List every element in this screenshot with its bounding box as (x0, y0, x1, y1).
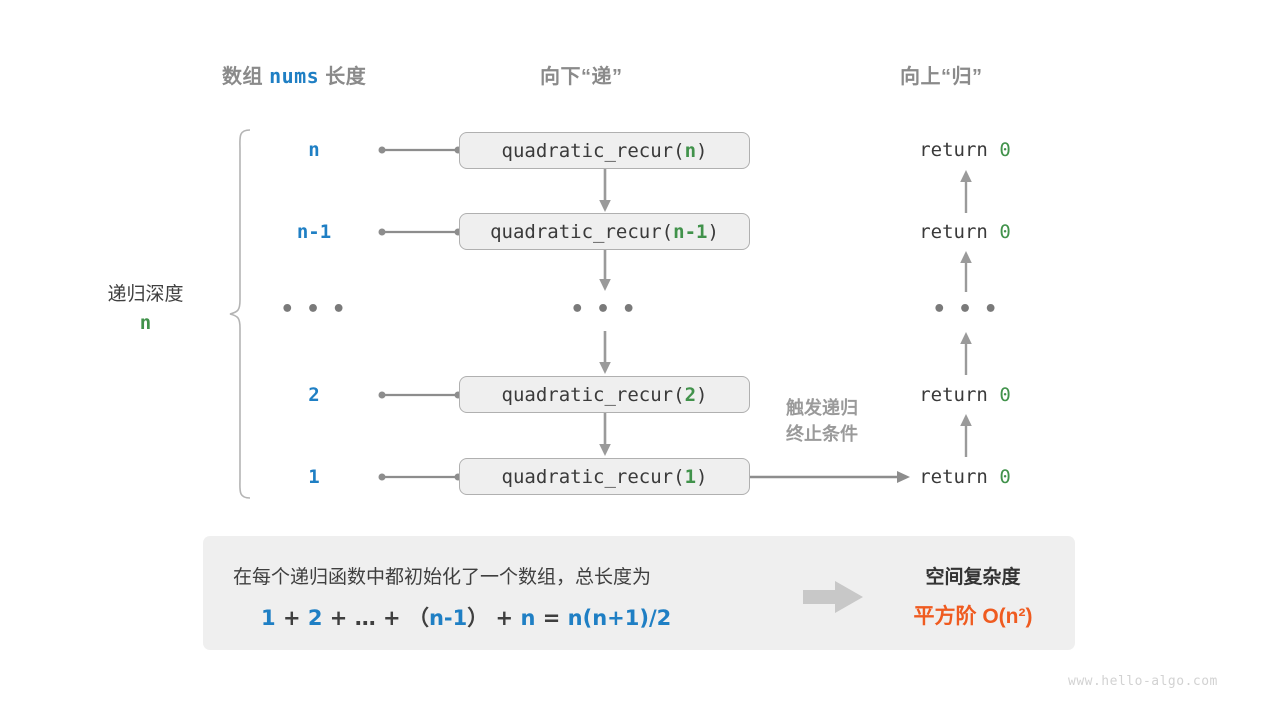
connector-row-5 (378, 473, 462, 481)
summary-panel: 在每个递归函数中都初始化了一个数组，总长度为 1 + 2 + … + （n-1）… (203, 536, 1075, 650)
call-box-row-4-arg: 2 (684, 383, 697, 406)
return-label-row-4-value: 0 (999, 384, 1011, 406)
recursion-depth-title: 递归深度 (107, 284, 184, 305)
formula-op-2: + (329, 606, 348, 630)
formula-paren-close: ） (467, 606, 489, 630)
formula-term-2: 2 (307, 606, 323, 630)
depth-label-row-4: 2 (308, 384, 320, 406)
formula-result: n(n+1)/2 (567, 606, 672, 630)
descend-arrow-2 (599, 250, 611, 291)
space-complexity-title: 空间复杂度 (925, 567, 1021, 588)
base-case-return-arrow (750, 471, 910, 483)
call-box-row-2[interactable]: quadratic_recur(n-1) (459, 213, 750, 250)
return-label-row-4: return 0 (880, 384, 1050, 406)
return-label-row-5-value: 0 (999, 466, 1011, 488)
formula-equals: = (542, 606, 561, 630)
depth-label-row-1: n (308, 139, 320, 161)
site-watermark: www.hello-algo.com (1068, 674, 1218, 689)
formula-op-3: + (383, 606, 401, 630)
return-label-row-2-text: return (919, 221, 1000, 243)
termination-trigger-line-1: 触发递归 (786, 398, 858, 418)
header-right-column: 向上“归” (900, 66, 983, 88)
call-box-row-5-prefix: quadratic_recur( (501, 465, 685, 488)
implies-arrow-icon (803, 581, 863, 613)
termination-trigger-note: 触发递归 终止条件 (756, 395, 888, 447)
recursion-depth-value: n (139, 312, 152, 335)
call-box-row-5[interactable]: quadratic_recur(1) (459, 458, 750, 495)
header-left-code: nums (269, 64, 320, 88)
return-label-row-2: return 0 (880, 221, 1050, 243)
header-middle-column: 向下“递” (540, 66, 623, 88)
return-label-row-5-text: return (919, 466, 1000, 488)
recursion-depth-note: 递归深度 n (88, 280, 203, 339)
call-box-row-5-suffix: ) (696, 465, 708, 488)
summary-formula: 1 + 2 + … + （n-1） + n = n(n+1)/2 (261, 602, 671, 632)
summary-description: 在每个递归函数中都初始化了一个数组，总长度为 (233, 567, 652, 588)
formula-term-3: … (354, 606, 376, 630)
formula-term-4: n-1 (428, 606, 468, 630)
call-box-row-5-arg: 1 (684, 465, 697, 488)
descend-arrow-1 (599, 169, 611, 212)
call-box-row-1-arg: n (684, 139, 697, 162)
call-box-row-1[interactable]: quadratic_recur(n) (459, 132, 750, 169)
header-left-column: 数组 nums 长度 (222, 60, 366, 89)
call-box-row-1-suffix: ) (696, 139, 708, 162)
ascend-arrow-2 (960, 251, 972, 292)
header-left-prefix: 数组 (222, 66, 263, 88)
depth-label-row-3-ellipsis: • • • (280, 297, 348, 322)
call-box-row-1-prefix: quadratic_recur( (501, 139, 685, 162)
ascend-arrow-4 (960, 414, 972, 457)
formula-term-5: n (520, 606, 536, 630)
formula-term-1: 1 (261, 606, 276, 630)
descend-arrow-4 (599, 413, 611, 456)
call-box-row-2-suffix: ) (707, 220, 719, 243)
return-label-row-1-value: 0 (999, 139, 1011, 161)
recursion-depth-brace (229, 129, 251, 499)
formula-op-4: + (495, 606, 514, 630)
depth-label-row-5: 1 (308, 466, 320, 488)
formula-op-1: + (282, 606, 301, 630)
space-complexity-value: 平方阶 O(n²) (913, 605, 1033, 628)
header-left-suffix: 长度 (325, 66, 367, 88)
call-box-row-4-prefix: quadratic_recur( (501, 383, 685, 406)
call-box-row-4[interactable]: quadratic_recur(2) (459, 376, 750, 413)
termination-trigger-line-2: 终止条件 (786, 424, 858, 445)
connector-row-1 (378, 146, 462, 154)
return-label-row-2-value: 0 (999, 221, 1011, 243)
ascend-arrow-1 (960, 170, 972, 213)
return-label-row-4-text: return (919, 384, 1000, 406)
connector-row-4 (378, 391, 462, 399)
return-label-row-5: return 0 (880, 466, 1050, 488)
call-box-row-3-ellipsis: • • • (570, 297, 638, 322)
return-label-row-1: return 0 (880, 139, 1050, 161)
call-box-row-2-arg: n-1 (673, 220, 708, 243)
return-label-row-3-ellipsis: • • • (932, 297, 1000, 322)
return-label-row-1-text: return (919, 139, 1000, 161)
formula-paren-open: （ (407, 606, 429, 630)
call-box-row-2-prefix: quadratic_recur( (490, 220, 674, 243)
call-box-row-4-suffix: ) (696, 383, 708, 406)
ascend-arrow-3 (960, 332, 972, 375)
depth-label-row-2: n-1 (296, 221, 332, 243)
descend-arrow-3 (599, 331, 611, 374)
connector-row-2 (378, 228, 462, 236)
